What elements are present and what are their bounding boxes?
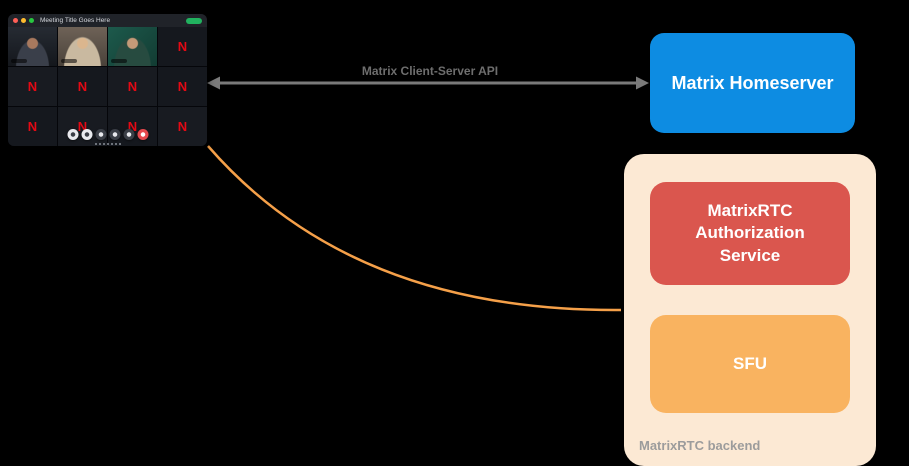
- titlebar-action-badge[interactable]: [186, 17, 202, 24]
- matrix-homeserver-box: Matrix Homeserver: [650, 33, 855, 133]
- avatar-letter: N: [177, 119, 188, 134]
- avatar-tile[interactable]: N: [58, 67, 107, 106]
- window-title: Meeting Title Goes Here: [40, 17, 111, 24]
- avatar-tile[interactable]: N: [158, 67, 207, 106]
- camera-button[interactable]: [81, 129, 92, 140]
- mic-button[interactable]: [67, 129, 78, 140]
- sfu-box: SFU: [650, 315, 850, 413]
- avatar-tile[interactable]: N: [8, 67, 57, 106]
- avatar-tile[interactable]: N: [158, 107, 207, 146]
- window-titlebar: Meeting Title Goes Here: [8, 14, 207, 27]
- participant-name-pill: [11, 59, 27, 63]
- participant-name-pill: [61, 59, 77, 63]
- client-server-api-label: Matrix Client-Server API: [361, 64, 499, 78]
- video-call-window: Meeting Title Goes Here N N N N N N N N …: [8, 14, 207, 146]
- avatar-letter: N: [77, 79, 88, 94]
- page-dots: [94, 143, 121, 145]
- leave-call-button[interactable]: [137, 129, 148, 140]
- avatar-letter: N: [127, 79, 138, 94]
- avatar-letter: N: [177, 79, 188, 94]
- avatar-letter: N: [77, 119, 88, 134]
- avatar-tile[interactable]: N: [108, 67, 157, 106]
- participant-name-pill: [111, 59, 127, 63]
- screen-share-button[interactable]: [95, 129, 106, 140]
- reaction-button[interactable]: [109, 129, 120, 140]
- avatar-letter: N: [177, 39, 188, 54]
- video-tile[interactable]: [58, 27, 107, 66]
- avatar-tile[interactable]: N: [58, 107, 107, 146]
- window-close-button[interactable]: [13, 18, 18, 23]
- window-minimize-button[interactable]: [21, 18, 26, 23]
- more-options-button[interactable]: [123, 129, 134, 140]
- participant-grid: N N N N N N N N N: [8, 27, 207, 146]
- video-tile[interactable]: [108, 27, 157, 66]
- avatar-tile[interactable]: N: [108, 107, 157, 146]
- avatar-tile[interactable]: N: [158, 27, 207, 66]
- avatar-tile[interactable]: N: [8, 107, 57, 146]
- window-zoom-button[interactable]: [29, 18, 34, 23]
- call-to-sfu-connection-curve: [207, 145, 622, 312]
- avatar-letter: N: [27, 79, 38, 94]
- matrixrtc-backend-label: MatrixRTC backend: [639, 438, 761, 453]
- avatar-letter: N: [27, 119, 38, 134]
- arrowhead-right-icon: [636, 76, 649, 90]
- video-tile[interactable]: [8, 27, 57, 66]
- call-control-bar: [67, 129, 148, 140]
- matrixrtc-auth-service-box: MatrixRTC Authorization Service: [650, 182, 850, 285]
- arrowhead-left-icon: [207, 76, 220, 90]
- avatar-letter: N: [127, 119, 138, 134]
